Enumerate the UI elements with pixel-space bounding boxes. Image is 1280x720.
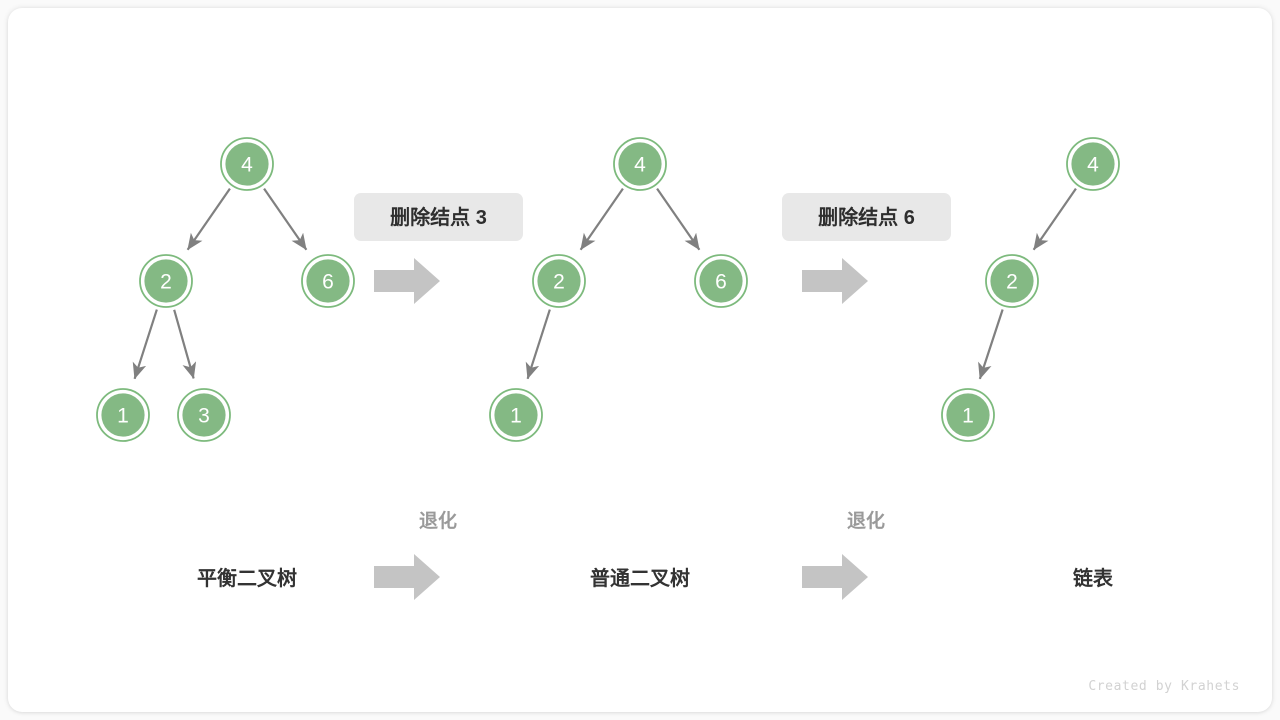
- node-outer-ring: [301, 254, 355, 308]
- node-circle: [618, 142, 662, 186]
- tree-node-balanced-binary-tree-2[interactable]: 2: [139, 254, 193, 308]
- tree-edge-t2-2-to-t2-1: [525, 309, 551, 380]
- node-circle: [306, 259, 350, 303]
- node-circle: [225, 142, 269, 186]
- tree-node-linked-list-4[interactable]: 4: [1066, 137, 1120, 191]
- node-circle: [537, 259, 581, 303]
- tree-edge-t3-2-to-t3-1: [978, 309, 1004, 380]
- node-outer-ring: [220, 137, 274, 191]
- badge-background: [782, 193, 951, 241]
- node-outer-ring: [1066, 137, 1120, 191]
- node-outer-ring: [941, 388, 995, 442]
- caption-linked-list: 链表: [1073, 566, 1114, 590]
- figure-card: [8, 8, 1272, 712]
- node-value-label: 6: [715, 271, 727, 294]
- node-outer-ring: [532, 254, 586, 308]
- caption-ordinary-binary-tree: 普通二叉树: [590, 566, 690, 590]
- node-circle: [946, 393, 990, 437]
- node-outer-ring: [694, 254, 748, 308]
- node-value-label: 1: [962, 405, 974, 428]
- credit-text: Created by Krahets: [1088, 679, 1240, 694]
- node-value-label: 4: [634, 154, 646, 177]
- node-circle: [990, 259, 1034, 303]
- tree-node-balanced-binary-tree-6[interactable]: 6: [301, 254, 355, 308]
- tree-node-linked-list-2[interactable]: 2: [985, 254, 1039, 308]
- node-circle: [1071, 142, 1115, 186]
- transition-label-2: 退化: [847, 509, 885, 532]
- caption-balanced-binary-tree: 平衡二叉树: [197, 566, 297, 590]
- bottom-arrow-2: [802, 554, 868, 600]
- node-outer-ring: [177, 388, 231, 442]
- node-outer-ring: [489, 388, 543, 442]
- tree-edge-t1-4-to-t1-2: [186, 188, 231, 251]
- node-outer-ring: [985, 254, 1039, 308]
- step-badges: 删除结点 3 删除结点 6: [354, 193, 951, 241]
- node-value-label: 2: [1006, 271, 1018, 294]
- tree-node-balanced-binary-tree-3[interactable]: 3: [177, 388, 231, 442]
- node-value-label: 1: [117, 405, 129, 428]
- top-arrow-2: [802, 258, 868, 304]
- transition-label-1: 退化: [419, 509, 457, 532]
- tree-edge-t2-4-to-t2-6: [656, 188, 701, 251]
- node-circle: [182, 393, 226, 437]
- badge-label: 删除结点 3: [390, 205, 487, 229]
- tree-edge-t1-4-to-t1-6: [263, 188, 308, 251]
- node-circle: [699, 259, 743, 303]
- node-circle: [101, 393, 145, 437]
- tree-edge-t3-4-to-t3-2: [1032, 188, 1077, 251]
- tree-node-ordinary-binary-tree-4[interactable]: 4: [613, 137, 667, 191]
- tree-captions: 平衡二叉树 普通二叉树 链表: [197, 566, 1114, 590]
- tree-edge-t1-2-to-t1-1: [132, 309, 158, 380]
- node-circle: [494, 393, 538, 437]
- node-value-label: 2: [553, 271, 565, 294]
- tree-edges: [132, 188, 1077, 380]
- node-value-label: 1: [510, 405, 522, 428]
- transition-labels: 退化 退化: [419, 509, 885, 532]
- node-value-label: 2: [160, 271, 172, 294]
- node-circle: [144, 259, 188, 303]
- top-arrow-1: [374, 258, 440, 304]
- badge-label: 删除结点 6: [818, 205, 915, 229]
- tree-edge-t2-4-to-t2-2: [579, 188, 624, 251]
- delete-node-3-badge: 删除结点 3: [354, 193, 523, 241]
- tree-node-balanced-binary-tree-4[interactable]: 4: [220, 137, 274, 191]
- node-outer-ring: [96, 388, 150, 442]
- tree-node-ordinary-binary-tree-1[interactable]: 1: [489, 388, 543, 442]
- tree-edge-t1-2-to-t1-3: [173, 309, 197, 379]
- tree-node-balanced-binary-tree-1[interactable]: 1: [96, 388, 150, 442]
- node-outer-ring: [139, 254, 193, 308]
- badge-background: [354, 193, 523, 241]
- node-value-label: 4: [1087, 154, 1099, 177]
- tree-node-ordinary-binary-tree-6[interactable]: 6: [694, 254, 748, 308]
- node-value-label: 3: [198, 405, 210, 428]
- tree-node-linked-list-1[interactable]: 1: [941, 388, 995, 442]
- node-value-label: 4: [241, 154, 253, 177]
- tree-node-ordinary-binary-tree-2[interactable]: 2: [532, 254, 586, 308]
- delete-node-6-badge: 删除结点 6: [782, 193, 951, 241]
- tree-nodes: 4 2 6 1 3 4 2 6 1 4 2 1: [96, 137, 1120, 442]
- block-arrows: [374, 258, 868, 600]
- node-outer-ring: [613, 137, 667, 191]
- bottom-arrow-1: [374, 554, 440, 600]
- node-value-label: 6: [322, 271, 334, 294]
